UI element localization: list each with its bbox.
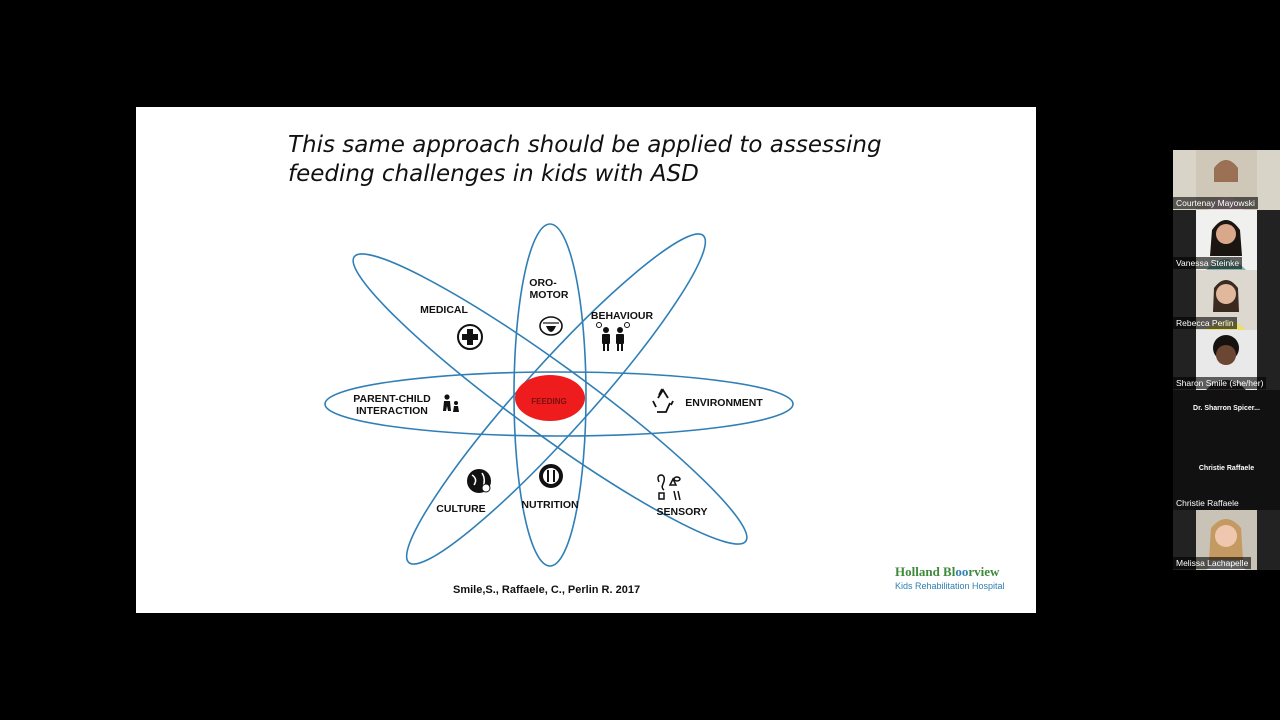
children-behaviour-icon [596,322,630,351]
shared-slide: This same approach should be applied to … [136,107,1036,613]
parent-child-icon [443,394,459,412]
plate-utensils-nutrition-icon [539,464,563,488]
sensory-label: SENSORY [657,506,708,518]
participant-name-centered: Christie Raffaele [1198,465,1255,472]
senses-sensory-icon [657,474,681,501]
citation: Smile,S., Raffaele, C., Perlin R. 2017 [453,584,641,596]
participant-tile[interactable]: Melissa Lachapelle [1173,510,1280,570]
participant-name: Vanessa Steinke [1173,257,1243,269]
parent-child-label-1: PARENT-CHILD [353,393,431,405]
participant-tile[interactable]: Sharon Smile (she/her) [1173,330,1280,390]
participant-tile[interactable]: Courtenay Mayowski [1173,150,1280,210]
orbit-diagonal-down [352,253,748,545]
logo-wordmark: Holland Bloorview [895,564,1000,579]
feeding-label: FEEDING [531,397,567,406]
culture-label: CULTURE [436,503,485,515]
atom-diagram: FEEDING ORO- MOTOR MEDICAL BEHAVIOUR PAR… [324,223,794,567]
slide-title-line-1: This same approach should be applied to … [288,132,882,158]
slide-title: This same approach should be applied to … [288,131,908,189]
participant-name: Melissa Lachapelle [1173,557,1252,569]
orbit-horizontal [324,371,794,437]
participant-tile[interactable]: Vanessa Steinke [1173,210,1280,270]
slide-title-line-2: feeding challenges in kids with ASD [288,161,699,187]
mouth-tongue-icon [539,316,563,336]
medical-cross-icon [457,324,483,350]
participant-tile[interactable]: Rebecca Perlin [1173,270,1280,330]
medical-label: MEDICAL [420,304,468,316]
participant-gallery: Courtenay Mayowski Vanessa Steinke Rebec… [1173,150,1280,570]
oro-motor-label-1: ORO- [529,277,557,289]
participant-name-centered: Dr. Sharron Spicer... [1193,405,1260,412]
oro-motor-label-2: MOTOR [530,289,569,301]
participant-name: Courtenay Mayowski [1173,197,1258,209]
participant-name: Christie Raffaele [1176,498,1239,508]
nutrition-label: NUTRITION [521,499,578,511]
participant-tile[interactable]: Dr. Sharron Spicer... [1173,390,1280,450]
holland-bloorview-logo: Holland Bloorview Kids Rehabilitation Ho… [895,564,1005,591]
recycle-environment-icon [652,388,674,413]
orbit-diagonal-up [405,233,707,565]
participant-name: Sharon Smile (she/her) [1173,377,1267,389]
logo-subtitle: Kids Rehabilitation Hospital [895,581,1005,591]
globe-person-culture-icon [467,469,491,493]
behaviour-label: BEHAVIOUR [591,310,654,322]
parent-child-label-2: INTERACTION [356,405,428,417]
participant-name: Rebecca Perlin [1173,317,1237,329]
environment-label: ENVIRONMENT [685,397,763,409]
feeding-nucleus [515,375,585,421]
participant-tile[interactable]: Christie Raffaele Christie Raffaele [1173,450,1280,510]
